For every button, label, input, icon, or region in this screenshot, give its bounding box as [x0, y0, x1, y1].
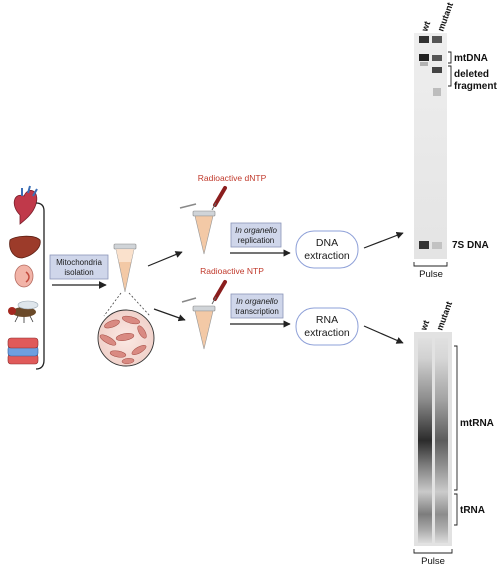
cell-culture-icon [7, 337, 39, 365]
arrow-to-rna-tube [153, 308, 186, 322]
heart-icon [13, 185, 38, 225]
rna-extraction-line1: RNA [316, 314, 338, 326]
deleted-label-line2: fragment [454, 81, 497, 92]
rna-gel-lane-wt: wt [418, 319, 431, 333]
syringe-icon-top [211, 186, 227, 211]
zoom-line-left [103, 292, 122, 317]
mito-tube [113, 243, 137, 293]
ntp-reagent-label: Radioactive NTP [200, 266, 264, 276]
fly-icon [8, 300, 39, 323]
dna-gel [414, 33, 447, 259]
replication-line2: replication [238, 236, 274, 245]
deleted-label-line1: deleted [454, 69, 489, 80]
rna-reaction-tube [181, 297, 216, 350]
dna-gel-lane-wt: wt [419, 20, 432, 34]
mtdna-bracket [448, 51, 452, 64]
dna-pulse-bracket [413, 262, 448, 267]
mtdna-label: mtDNA [454, 53, 488, 64]
replication-box: In organello replication [230, 222, 282, 248]
dna-gel-lane-mutant: mutant [435, 1, 455, 33]
dna-pulse-label: Pulse [419, 269, 443, 280]
dna-extraction-pill: DNA extraction [295, 230, 359, 269]
replication-line1: In organello [235, 226, 277, 235]
dna-reaction-tube [179, 203, 216, 255]
liver-icon [9, 235, 41, 259]
dna-extraction-line1: DNA [316, 237, 338, 249]
trna-bracket [454, 493, 458, 526]
arrow-to-rna-gel [363, 325, 404, 344]
trna-label: tRNA [460, 505, 485, 516]
rna-extraction-line2: extraction [304, 327, 350, 339]
mtrna-label: mtRNA [460, 418, 494, 429]
mtrna-bracket [454, 345, 458, 491]
zoom-line-right [128, 292, 151, 317]
rna-gel [414, 332, 452, 546]
syringe-icon-bottom [211, 280, 227, 305]
deleted-bracket [448, 65, 452, 87]
transcription-line2: transcription [235, 307, 279, 316]
kidney-icon [14, 264, 34, 288]
rna-extraction-pill: RNA extraction [295, 307, 359, 346]
dna-extraction-line2: extraction [304, 250, 350, 262]
arrow-to-dna-tube [147, 251, 183, 267]
transcription-line1: In organello [236, 297, 278, 306]
arrow-to-dna-gel [363, 231, 404, 249]
rna-gel-lane-mutant: mutant [434, 300, 454, 332]
isolation-box: Mitochondria isolation [49, 254, 109, 280]
rna-pulse-bracket [413, 549, 453, 554]
source-bracket [35, 202, 45, 370]
transcription-box: In organello transcription [230, 293, 284, 319]
rna-pulse-label: Pulse [421, 556, 445, 567]
dntp-reagent-label: Radioactive dNTP [198, 173, 267, 183]
isolation-line2: isolation [64, 268, 93, 277]
7s-dna-label: 7S DNA [452, 240, 489, 251]
mitochondria-zoom-icon [97, 309, 155, 367]
isolation-line1: Mitochondria [56, 258, 102, 267]
